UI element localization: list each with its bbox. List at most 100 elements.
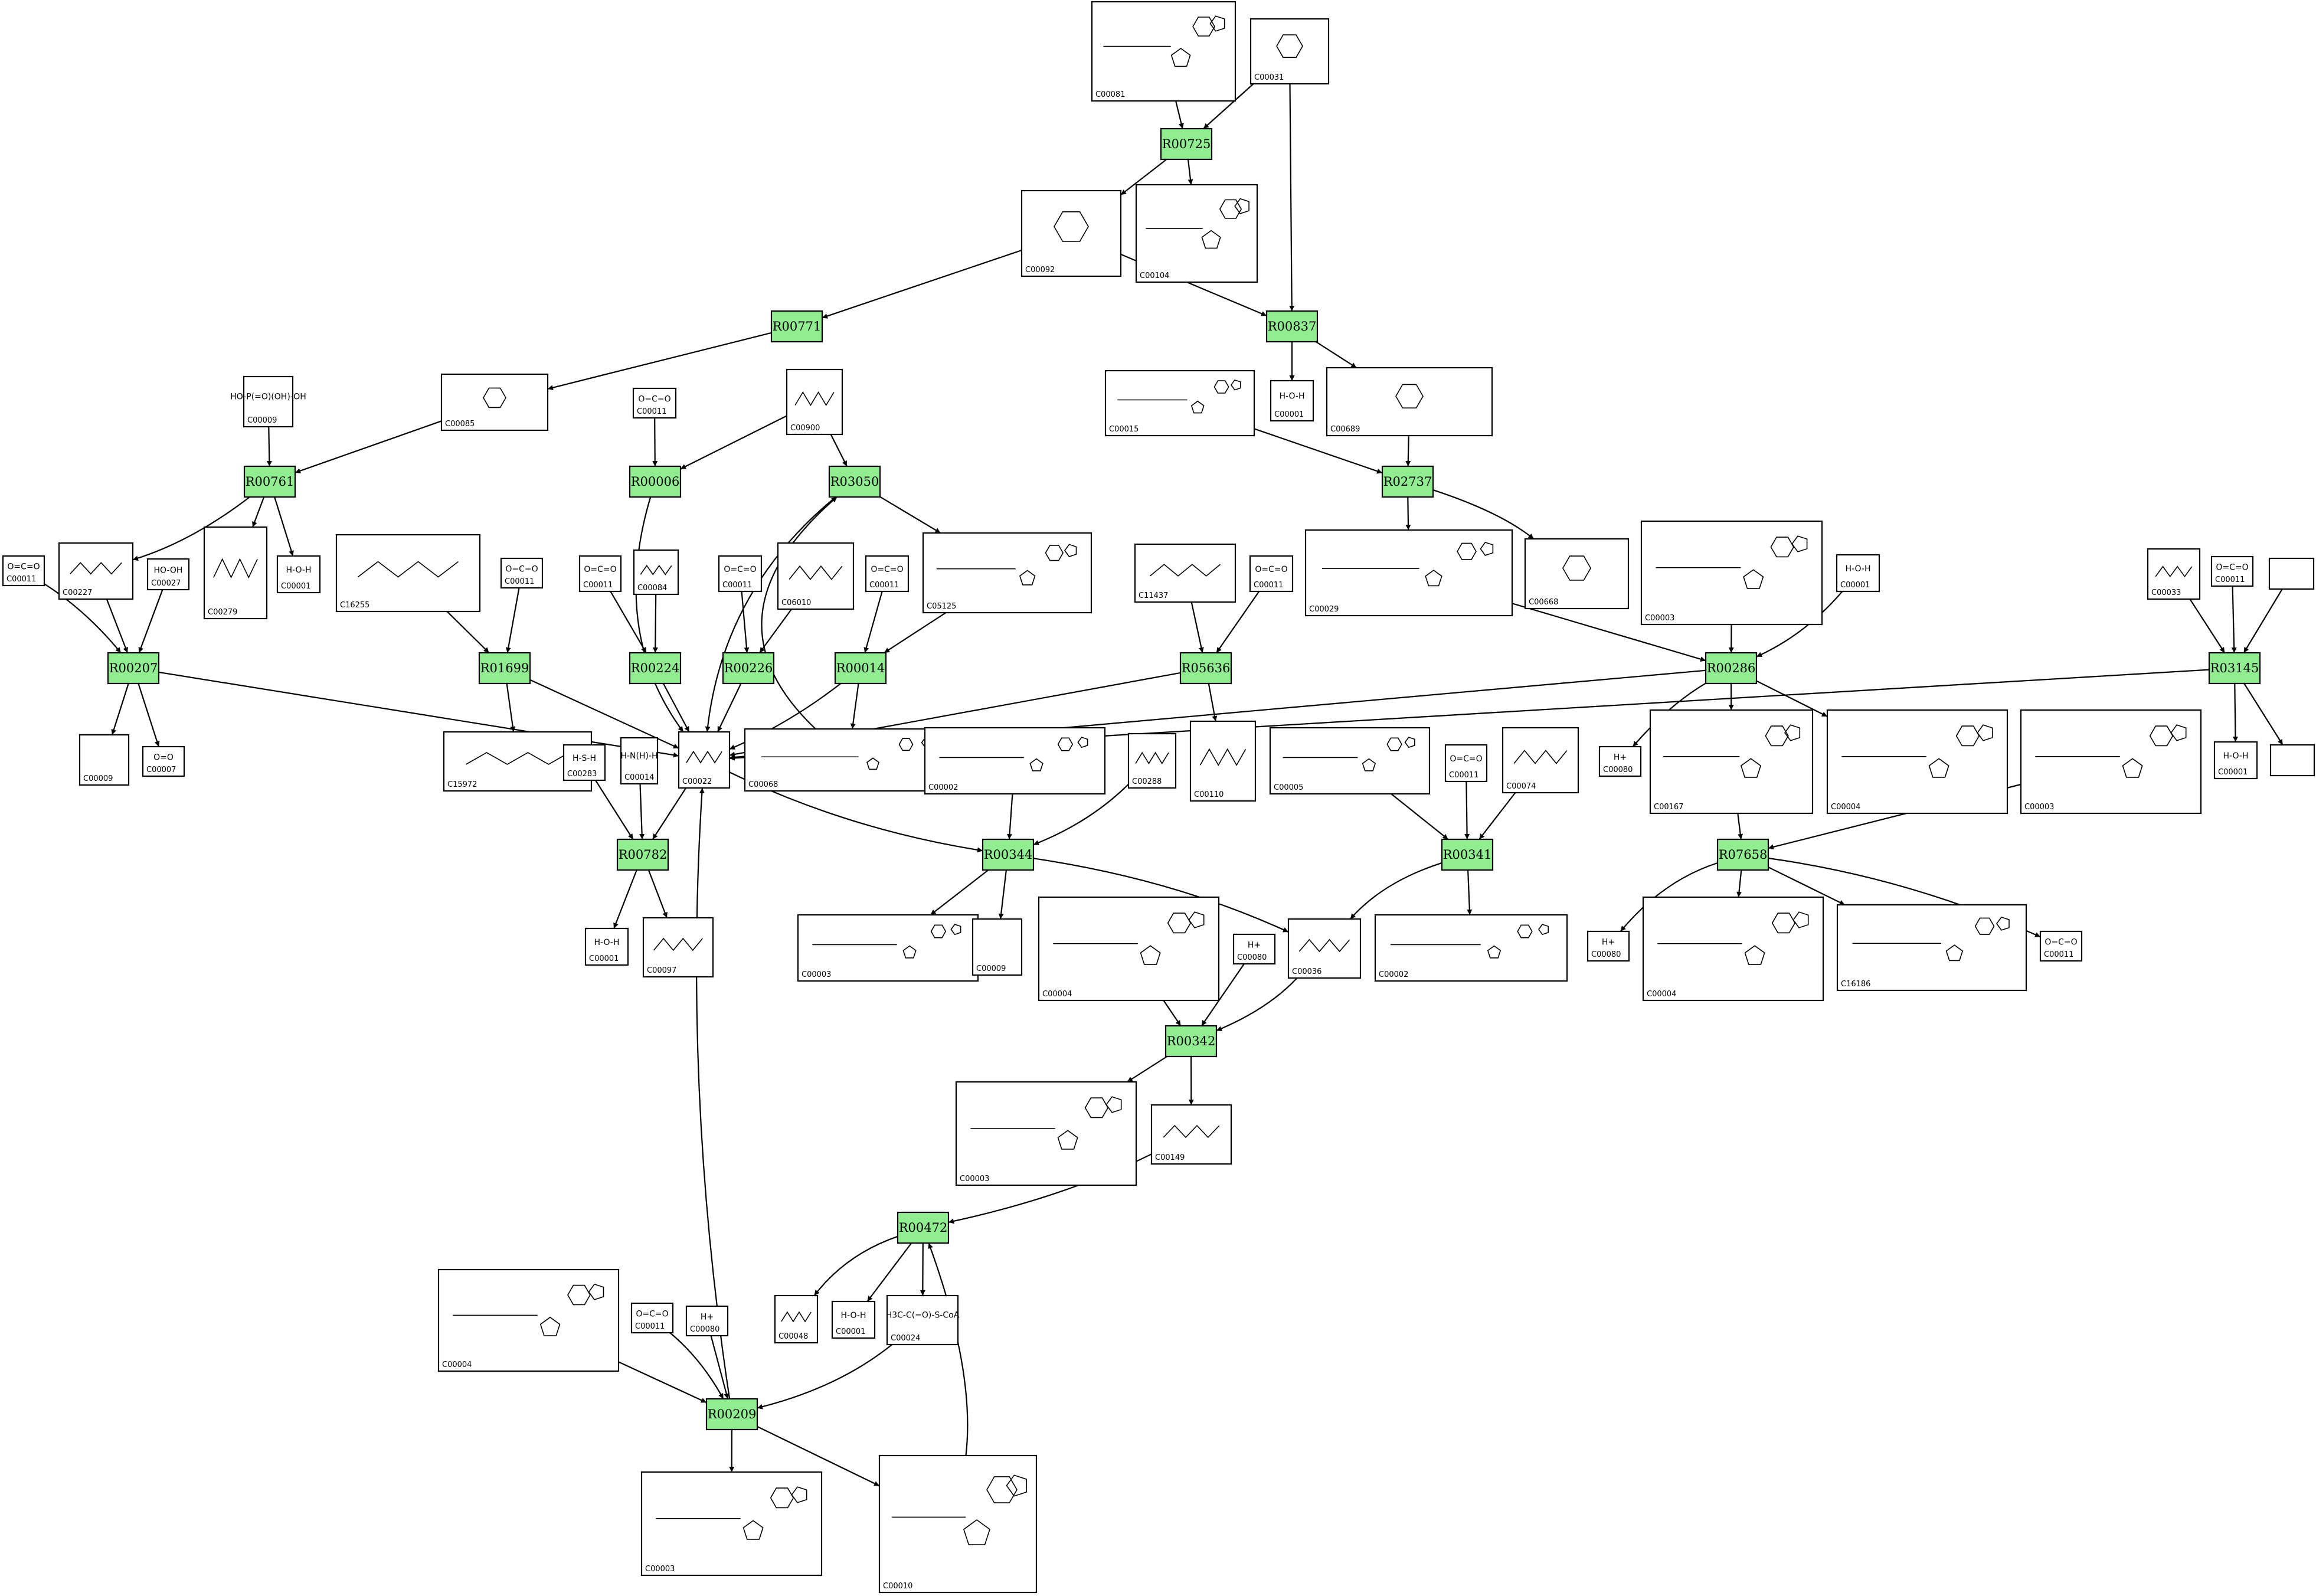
reaction-box[interactable] <box>2208 652 2261 685</box>
reaction-box[interactable] <box>897 1211 950 1244</box>
compound-box[interactable] <box>1326 367 1493 437</box>
compound-box[interactable] <box>1287 918 1362 979</box>
compound-box[interactable] <box>924 727 1106 795</box>
compound-box[interactable] <box>1134 543 1236 603</box>
compound-box[interactable] <box>2039 930 2083 962</box>
reaction-node-r00472[interactable]: R00472 <box>897 1211 950 1244</box>
compound-c00010[interactable]: C00010 <box>878 1454 1038 1594</box>
compound-box[interactable] <box>1091 1 1236 102</box>
compound-box[interactable] <box>678 731 731 789</box>
compound-c00068[interactable]: C00068 <box>744 728 953 792</box>
compound-box[interactable] <box>1826 709 2008 815</box>
compound-c00036[interactable]: C00036 <box>1287 918 1362 979</box>
reaction-box[interactable] <box>1160 127 1213 161</box>
compound-box[interactable] <box>1836 554 1880 593</box>
reaction-box[interactable] <box>705 1398 758 1431</box>
reaction-node-r00207[interactable]: R00207 <box>107 652 160 685</box>
compound-box[interactable] <box>2210 555 2254 587</box>
reaction-node-r03145[interactable]: R03145 <box>2208 652 2261 685</box>
compound-box[interactable] <box>1502 727 1579 794</box>
compound-box[interactable] <box>142 745 185 777</box>
reaction-node-r00341[interactable]: R00341 <box>1441 838 1494 871</box>
reaction-node-r00226[interactable]: R00226 <box>722 652 775 685</box>
reaction-node-r00771[interactable]: R00771 <box>770 310 823 343</box>
compound-blank[interactable] <box>2268 557 2315 590</box>
compound-c00004[interactable]: C00004 <box>1642 896 1824 1002</box>
compound-c00004[interactable]: C00004 <box>437 1268 620 1372</box>
compound-c00003[interactable]: C00003 <box>955 1081 1137 1186</box>
compound-box[interactable] <box>1444 744 1488 783</box>
compound-c00149[interactable]: C00149 <box>1150 1104 1232 1165</box>
compound-box[interactable] <box>2020 709 2202 815</box>
compound-box[interactable] <box>1649 709 1814 815</box>
compound-box[interactable] <box>630 1302 674 1334</box>
compound-c00022[interactable]: C00022 <box>678 731 731 789</box>
compound-c00009[interactable]: C00009 <box>78 734 130 786</box>
compound-c00009[interactable]: C00009 <box>971 918 1023 976</box>
compound-box[interactable] <box>642 917 714 978</box>
compound-box[interactable] <box>500 557 544 589</box>
reaction-box[interactable] <box>478 652 531 685</box>
compound-c00015[interactable]: C00015 <box>1104 369 1255 437</box>
compound-blank[interactable] <box>2269 744 2315 777</box>
compound-box[interactable] <box>440 373 549 431</box>
compound-box[interactable] <box>2 555 45 587</box>
compound-c00080[interactable]: H+C00080 <box>1598 745 1642 777</box>
compound-c00003[interactable]: C00003 <box>797 914 979 982</box>
compound-box[interactable] <box>632 387 677 419</box>
compound-box[interactable] <box>971 918 1023 976</box>
compound-c00002[interactable]: C00002 <box>1374 914 1568 982</box>
reaction-box[interactable] <box>1179 652 1232 685</box>
compound-box[interactable] <box>1150 1104 1232 1165</box>
compound-c00288[interactable]: C00288 <box>1127 732 1177 789</box>
reaction-box[interactable] <box>629 652 682 685</box>
compound-box[interactable] <box>2269 744 2315 777</box>
reaction-node-r00344[interactable]: R00344 <box>982 838 1035 871</box>
reaction-node-r07658[interactable]: R07658 <box>1716 838 1769 871</box>
compound-c00110[interactable]: C00110 <box>1189 720 1257 802</box>
compound-box[interactable] <box>633 549 679 596</box>
compound-c06010[interactable]: C06010 <box>777 542 855 610</box>
compound-box[interactable] <box>1598 745 1642 777</box>
compound-box[interactable] <box>1038 896 1220 1002</box>
compound-box[interactable] <box>437 1268 620 1372</box>
compound-box[interactable] <box>1249 555 1294 593</box>
compound-c00048[interactable]: C00048 <box>774 1294 819 1344</box>
compound-box[interactable] <box>1104 369 1255 437</box>
reaction-box[interactable] <box>107 652 160 685</box>
compound-box[interactable] <box>774 1294 819 1344</box>
reaction-node-r02737[interactable]: R02737 <box>1381 465 1434 498</box>
compound-box[interactable] <box>620 737 659 785</box>
compound-box[interactable] <box>1586 930 1630 962</box>
compound-box[interactable] <box>58 542 134 600</box>
compound-c00900[interactable]: C00900 <box>786 368 843 436</box>
compound-box[interactable] <box>1270 380 1314 422</box>
reaction-box[interactable] <box>1441 838 1494 871</box>
compound-c00279[interactable]: C00279 <box>203 526 268 620</box>
reaction-node-r00837[interactable]: R00837 <box>1265 310 1319 343</box>
compound-box[interactable] <box>1135 184 1258 283</box>
compound-c00668[interactable]: C00668 <box>1524 538 1630 610</box>
compound-box[interactable] <box>243 375 294 428</box>
compound-box[interactable] <box>578 555 622 593</box>
reaction-box[interactable] <box>616 838 669 871</box>
reaction-box[interactable] <box>629 465 682 498</box>
compound-c00097[interactable]: C00097 <box>642 917 714 978</box>
reaction-box[interactable] <box>834 652 887 685</box>
reaction-box[interactable] <box>982 838 1035 871</box>
reaction-box[interactable] <box>1705 652 1758 685</box>
compound-box[interactable] <box>955 1081 1137 1186</box>
compound-box[interactable] <box>146 558 190 591</box>
compound-c00031[interactable]: C00031 <box>1249 18 1330 85</box>
